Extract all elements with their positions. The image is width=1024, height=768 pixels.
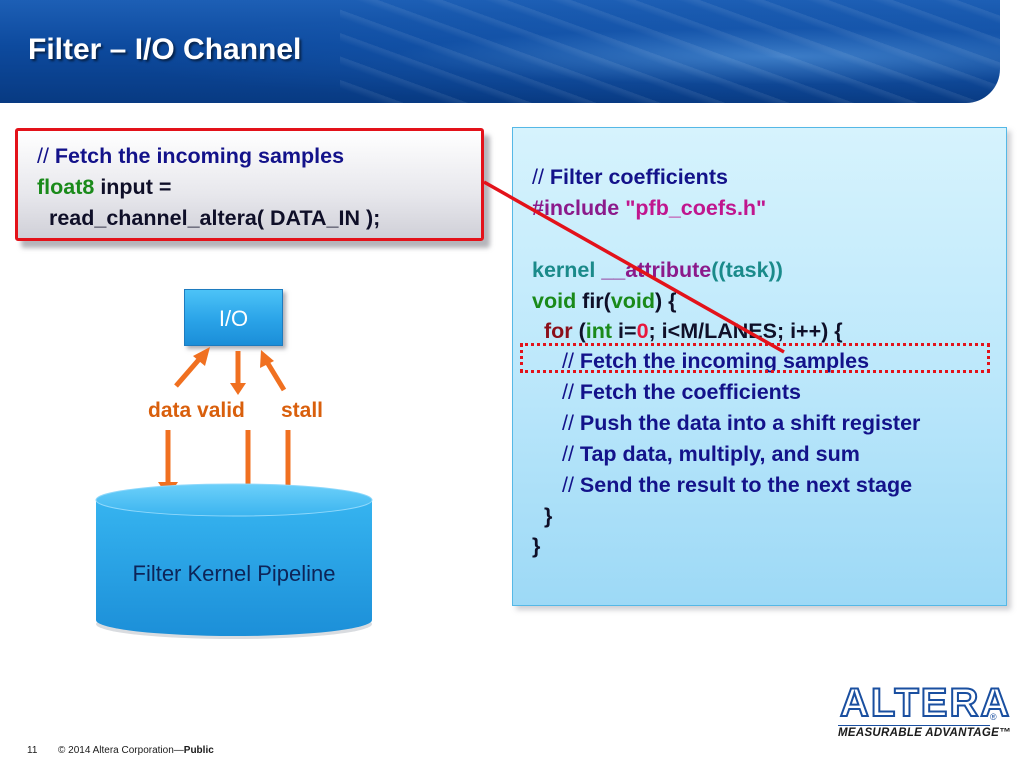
upper-left-arrow: [174, 347, 210, 388]
logo-divider: [838, 725, 990, 726]
highlight-box: [520, 343, 990, 373]
io-block: I/O: [184, 289, 283, 346]
kernel-code-box: [512, 127, 1007, 606]
page-number: 11: [27, 745, 38, 756]
stall-label: stall: [281, 399, 324, 422]
right-code-line-9: // Tap data, multiply, and sum: [562, 442, 860, 466]
left-code-line-1: // Fetch the incoming samples: [37, 144, 345, 168]
left-code-line-3: read_channel_altera( DATA_IN );: [37, 206, 381, 230]
filter-kernel-label: Filter Kernel Pipeline: [132, 561, 336, 586]
slide-header: [0, 0, 1000, 103]
right-code-line-4: void fir(void) {: [532, 289, 677, 313]
right-code-line-10: // Send the result to the next stage: [562, 473, 913, 497]
altera-logo: ALTERA: [839, 681, 1012, 725]
right-code-line-6: // Fetch the incoming samples: [562, 349, 870, 373]
right-code-line-11: }: [532, 504, 553, 528]
right-code-line-2: #include "pfb_coefs.h": [532, 196, 767, 220]
filter-kernel-cylinder: [95, 483, 373, 639]
logo-registered-mark: ®: [990, 712, 997, 722]
data-valid-label: data valid: [148, 399, 245, 422]
left-code-line-2: float8 input =: [37, 175, 172, 199]
connector-line-stroke: [483, 180, 785, 354]
upper-right-arrow: [260, 350, 287, 392]
right-code-line-7: // Fetch the coefficients: [562, 380, 801, 404]
upper-middle-arrow: [230, 351, 246, 395]
copyright: © 2014 Altera Corporation—Public: [58, 745, 214, 756]
right-code-line-12: }: [532, 534, 541, 558]
logo-tagline: MEASURABLE ADVANTAGE™: [838, 727, 1011, 739]
slide-title: Filter – I/O Channel: [28, 33, 302, 66]
right-code-line-8: // Push the data into a shift register: [562, 411, 921, 435]
channel-read-code-box: [15, 128, 484, 241]
right-code-line-1: // Filter coefficients: [532, 165, 728, 189]
header-decoration: [0, 0, 1000, 103]
